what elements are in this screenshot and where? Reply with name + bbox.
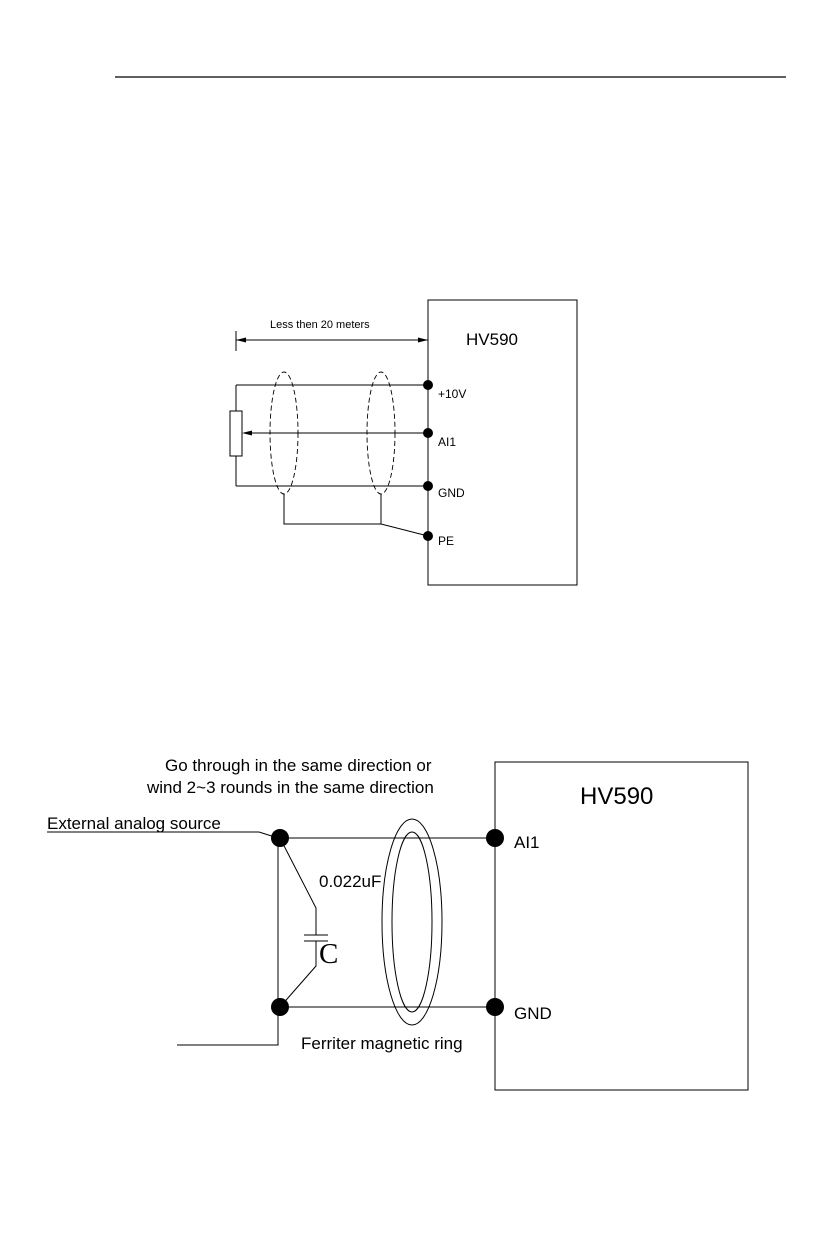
ring-label: Ferriter magnetic ring <box>301 1034 463 1053</box>
capacitor-symbol: C <box>319 938 338 970</box>
device-name-1: HV590 <box>466 330 518 349</box>
terminal-dot-gnd <box>423 481 433 491</box>
source-label: External analog source <box>47 814 221 833</box>
node-top <box>271 829 289 847</box>
terminal-label-gnd-2: GND <box>514 1004 552 1023</box>
wiper-arrow <box>242 430 252 436</box>
capacitor-value: 0.022uF <box>319 872 381 891</box>
terminal-dot-gnd-2 <box>486 998 504 1016</box>
inverter-box-2 <box>494 761 749 1091</box>
magnetic-ring-wiring-diagram: HV590 Go through in the same direction o… <box>47 756 749 1091</box>
distance-dimension: Less then 20 meters <box>235 319 428 351</box>
distance-label: Less then 20 meters <box>270 319 370 331</box>
potentiometer-resistor <box>229 410 243 457</box>
potentiometer-wiring-diagram: HV590 Less then 20 meters +10V <box>229 299 578 586</box>
capacitor-wire-top <box>279 837 317 935</box>
source-return-wire <box>177 838 279 1046</box>
capacitor-wire-bottom <box>279 941 317 1008</box>
ferrite-ring-inner <box>391 831 433 1013</box>
terminal-label-gnd: GND <box>438 486 465 500</box>
node-bottom <box>271 998 289 1016</box>
device-name-2: HV590 <box>580 783 653 810</box>
terminal-label-ai1: AI1 <box>438 435 456 449</box>
terminal-label-ai1-2: AI1 <box>514 833 540 852</box>
terminal-label-pe: PE <box>438 534 454 548</box>
ferrite-ring-outer <box>381 818 443 1026</box>
terminal-label-10v: +10V <box>438 387 466 401</box>
note-line-2: wind 2~3 rounds in the same direction <box>146 778 434 797</box>
terminal-dot-10v <box>423 380 433 390</box>
terminal-dot-ai1-2 <box>486 829 504 847</box>
terminal-dot-ai1 <box>423 428 433 438</box>
inverter-box-1 <box>427 299 578 586</box>
terminal-dot-pe <box>423 531 433 541</box>
note-line-1: Go through in the same direction or <box>165 756 432 775</box>
shield-ground-wire <box>283 494 381 525</box>
